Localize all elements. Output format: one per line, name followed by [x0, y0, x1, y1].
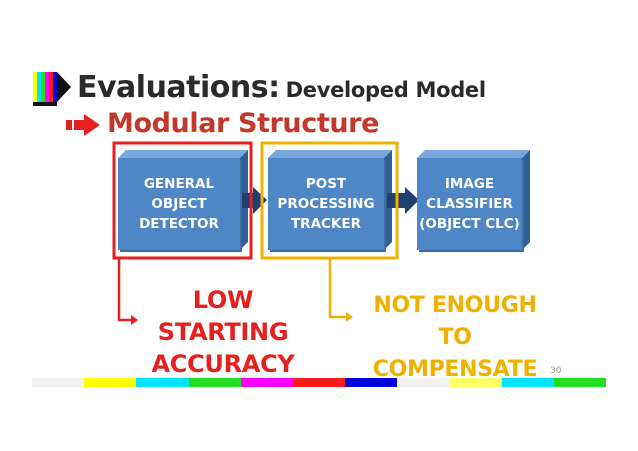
orange-callout-arrow	[328, 258, 353, 322]
color-segment	[397, 378, 450, 387]
block-label: GENERAL OBJECT DETECTOR	[139, 176, 219, 232]
color-segment	[84, 378, 137, 387]
block-image-classifier: IMAGE CLASSIFIER (OBJECT CLC)	[417, 158, 522, 250]
block-depth-3-side	[522, 150, 530, 250]
block-depth-3	[417, 150, 530, 158]
color-segment	[292, 378, 346, 387]
title-main: Evaluations:	[77, 70, 280, 105]
block-post-processing-tracker: POST PROCESSING TRACKER	[268, 158, 384, 250]
color-segment	[188, 378, 241, 387]
not-enough-label: NOT ENOUGH TO COMPENSATE	[372, 293, 538, 382]
color-segment	[240, 378, 293, 387]
color-segment	[345, 378, 398, 387]
color-segment	[553, 378, 607, 387]
bottom-color-bar	[32, 378, 607, 387]
title-suffix: Developed Model	[285, 78, 486, 102]
block-depth-1	[118, 150, 248, 158]
color-segment	[449, 378, 502, 387]
slide-title: Evaluations:Developed Model	[77, 70, 486, 105]
red-callout-arrow	[117, 258, 138, 325]
block-label: IMAGE CLASSIFIER (OBJECT CLC)	[419, 176, 520, 232]
block-general-object-detector: GENERAL OBJECT DETECTOR	[118, 158, 240, 250]
color-segment	[32, 378, 85, 387]
low-accuracy-label: LOW STARTING ACCURACY	[151, 286, 295, 378]
slide-subtitle: Modular Structure	[107, 108, 380, 139]
color-segment	[136, 378, 189, 387]
block-depth-2	[268, 150, 392, 158]
color-bars-icon	[33, 72, 71, 106]
block-label: POST PROCESSING TRACKER	[277, 176, 375, 232]
page-number: 30	[550, 366, 562, 376]
red-highlight-frame	[112, 141, 253, 260]
color-segment	[501, 378, 554, 387]
right-arrow-icon	[66, 114, 100, 136]
connector-arrow-1	[237, 187, 267, 214]
